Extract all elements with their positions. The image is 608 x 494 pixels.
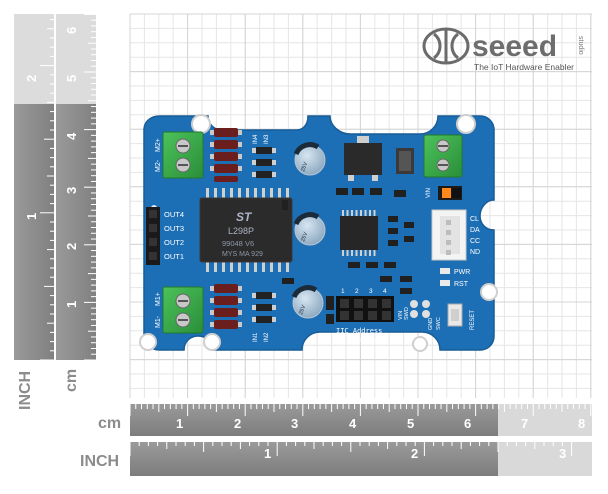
label-m2-minus: M2- — [155, 159, 162, 172]
capacitor-1: 25V — [293, 142, 326, 176]
resistors-top — [252, 147, 276, 178]
vin-jumper: VIN — [426, 186, 462, 200]
motor-driver-board: M2- M2+ M1- M1+ — [139, 114, 498, 352]
address-header: 1 2 3 4 IIC Address Default:0x0F — [334, 288, 394, 345]
label-nd: ND — [470, 249, 480, 256]
grove-connector: CL DA CC ND — [431, 209, 480, 261]
jumper-num-2: 2 — [355, 288, 359, 295]
bottom-cm-label: cm — [98, 415, 121, 432]
cap3-label: 25V — [298, 304, 307, 316]
mcu-chip — [340, 210, 378, 256]
bottom-cm-5: 5 — [407, 416, 414, 431]
left-rulers: 2 1 6 5 4 3 2 1 INCH cm — [14, 13, 96, 410]
bottom-cm-3: 3 — [291, 416, 298, 431]
jumper-num-1: 1 — [341, 288, 345, 295]
seeed-logo: seeed studio The IoT Hardware Enabler — [422, 27, 584, 72]
iic-address-line1: IIC Address — [336, 327, 382, 335]
left-inch-number-2: 2 — [24, 75, 39, 82]
label-da: DA — [470, 227, 480, 234]
cap2-label: 25V — [300, 231, 309, 243]
brand-name: seeed — [472, 30, 557, 63]
jumper-num-4: 4 — [383, 288, 387, 295]
bottom-cm-2: 2 — [234, 416, 241, 431]
left-cm-number-1: 1 — [64, 301, 79, 308]
label-cl: CL — [470, 216, 479, 223]
left-cm-number-5: 5 — [64, 75, 79, 82]
label-out2: OUT2 — [164, 238, 184, 247]
chip-line2: 99048 V6 — [222, 239, 254, 248]
diodes-top — [210, 128, 242, 182]
chip-brand: ST — [236, 210, 253, 224]
label-out3: OUT3 — [164, 224, 184, 233]
label-pwr: PWR — [454, 269, 470, 276]
bottom-cm-8: 8 — [578, 416, 585, 431]
left-inch-label: INCH — [17, 371, 34, 410]
chip-name: L298P — [228, 226, 254, 236]
bottom-cm-1: 1 — [176, 416, 183, 431]
bottom-cm-6: 6 — [464, 416, 471, 431]
bottom-cm-7: 7 — [521, 416, 528, 431]
swd-pads: GND SWC VIN SWD — [398, 300, 442, 330]
chip-line3: MYS MA 929 — [222, 251, 263, 258]
voltage-regulator — [344, 136, 414, 181]
cap1-label: 25V — [300, 161, 309, 173]
left-cm-number-6: 6 — [64, 27, 79, 34]
l298p-chip: ST L298P 99048 V6 MYS MA 929 — [199, 188, 293, 272]
label-rst: RST — [454, 281, 469, 288]
capacitor-3: 25V — [291, 285, 324, 319]
label-gnd: GND — [428, 318, 434, 330]
jumper-num-3: 3 — [369, 288, 373, 295]
resistors-bottom — [252, 292, 276, 323]
label-vin: VIN — [426, 188, 432, 198]
brand-tagline: The IoT Hardware Enabler — [474, 62, 574, 72]
label-in1: IN1 — [253, 332, 259, 342]
bottom-inch-label: INCH — [80, 453, 119, 470]
reset-button: RESET — [447, 303, 476, 330]
label-m1-plus: M1+ — [155, 292, 162, 306]
left-cm-number-2: 2 — [64, 243, 79, 250]
label-swc: SWC — [436, 317, 442, 330]
left-cm-number-3: 3 — [64, 187, 79, 194]
left-cm-label: cm — [63, 369, 80, 392]
label-vin-swd: VIN — [398, 311, 404, 320]
label-in3: IN3 — [264, 134, 270, 144]
label-out1: OUT1 — [164, 252, 184, 261]
smd-components — [282, 188, 414, 324]
bottom-rulers: cm INCH 1 2 3 4 5 6 7 8 1 2 3 — [80, 404, 592, 476]
capacitor-2: 25V — [293, 212, 326, 246]
label-m1-minus: M1- — [155, 315, 162, 328]
bottom-inch-3: 3 — [559, 446, 566, 461]
label-in2: IN2 — [264, 332, 270, 342]
iic-address-line2: Default:0x0F — [334, 337, 385, 345]
label-out4: OUT4 — [164, 210, 184, 219]
label-swd: SWD — [404, 307, 410, 320]
left-cm-number-4: 4 — [64, 132, 79, 140]
bottom-cm-4: 4 — [349, 416, 357, 431]
diodes-bottom — [210, 284, 242, 329]
bottom-inch-2: 2 — [411, 446, 418, 461]
label-in4: IN4 — [253, 134, 259, 144]
left-inch-number-1: 1 — [24, 213, 39, 220]
brand-studio: studio — [577, 36, 584, 55]
label-reset: RESET — [470, 310, 476, 330]
label-m2-plus: M2+ — [155, 138, 162, 152]
bottom-inch-1: 1 — [264, 446, 271, 461]
label-cc: CC — [470, 238, 480, 245]
